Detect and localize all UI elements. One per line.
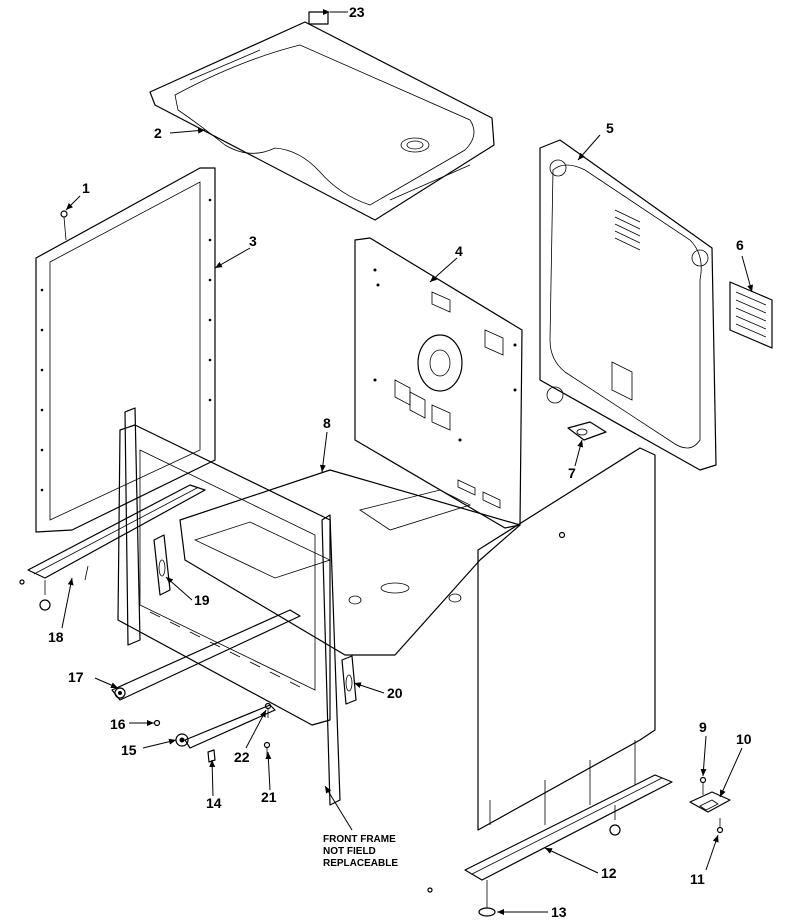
callout-labels: 23 2 5 1 3 4 6 8 7 19 18 17 20 16 15 22 … [48, 4, 752, 920]
callout-8: 8 [323, 415, 331, 431]
callout-9: 9 [699, 719, 707, 735]
part-6-vent-cover [729, 281, 773, 349]
note-line-3: REPLACEABLE [323, 858, 398, 869]
right-side-panel [477, 447, 656, 831]
callout-4: 4 [455, 243, 463, 259]
part-12-right-rail [427, 774, 673, 893]
callout-14: 14 [206, 795, 222, 811]
callout-2: 2 [154, 125, 162, 141]
part-7-bracket [567, 421, 607, 441]
callout-12: 12 [601, 865, 617, 881]
callout-3: 3 [249, 233, 257, 249]
callout-17: 17 [68, 669, 84, 685]
callout-13: 13 [551, 904, 567, 920]
callout-22: 22 [234, 749, 250, 765]
front-frame-note: FRONT FRAME NOT FIELD REPLACEABLE [323, 834, 398, 869]
part-9-screw [699, 776, 707, 795]
part-10-clip [689, 791, 731, 813]
part-17-front-rail [111, 609, 301, 701]
callout-18: 18 [48, 629, 64, 645]
part-21-screw [263, 741, 271, 758]
leader-lines [61, 9, 754, 915]
part-3-side-panel [35, 167, 216, 533]
part-18-left-rail [19, 484, 206, 611]
part-16-screw [153, 719, 161, 727]
callout-6: 6 [736, 237, 744, 253]
part-22-screw [264, 702, 272, 718]
callout-15: 15 [121, 742, 137, 758]
callout-5: 5 [606, 120, 614, 136]
part-5-rear-panel [539, 139, 717, 471]
part-14-rail [184, 704, 276, 763]
part-1-screw [60, 210, 68, 241]
part-13-leveling-foot [478, 880, 496, 917]
callout-23: 23 [349, 4, 365, 20]
callout-16: 16 [110, 716, 126, 732]
callout-19: 19 [194, 592, 210, 608]
callout-11: 11 [690, 871, 705, 887]
part-19-bracket [153, 534, 171, 596]
front-frame [117, 407, 341, 806]
part-11-screw [716, 818, 724, 834]
note-line-2: NOT FIELD [323, 846, 376, 857]
callout-21: 21 [261, 789, 277, 805]
note-line-1: FRONT FRAME [323, 834, 396, 845]
callout-20: 20 [387, 685, 403, 701]
part-8-base-pan [179, 469, 521, 656]
callout-7: 7 [568, 465, 576, 481]
part-23-bracket [308, 11, 329, 25]
callout-10: 10 [736, 731, 752, 747]
part-20-bracket [341, 655, 357, 705]
callout-1: 1 [82, 180, 90, 196]
part-2-top-panel [149, 21, 495, 221]
